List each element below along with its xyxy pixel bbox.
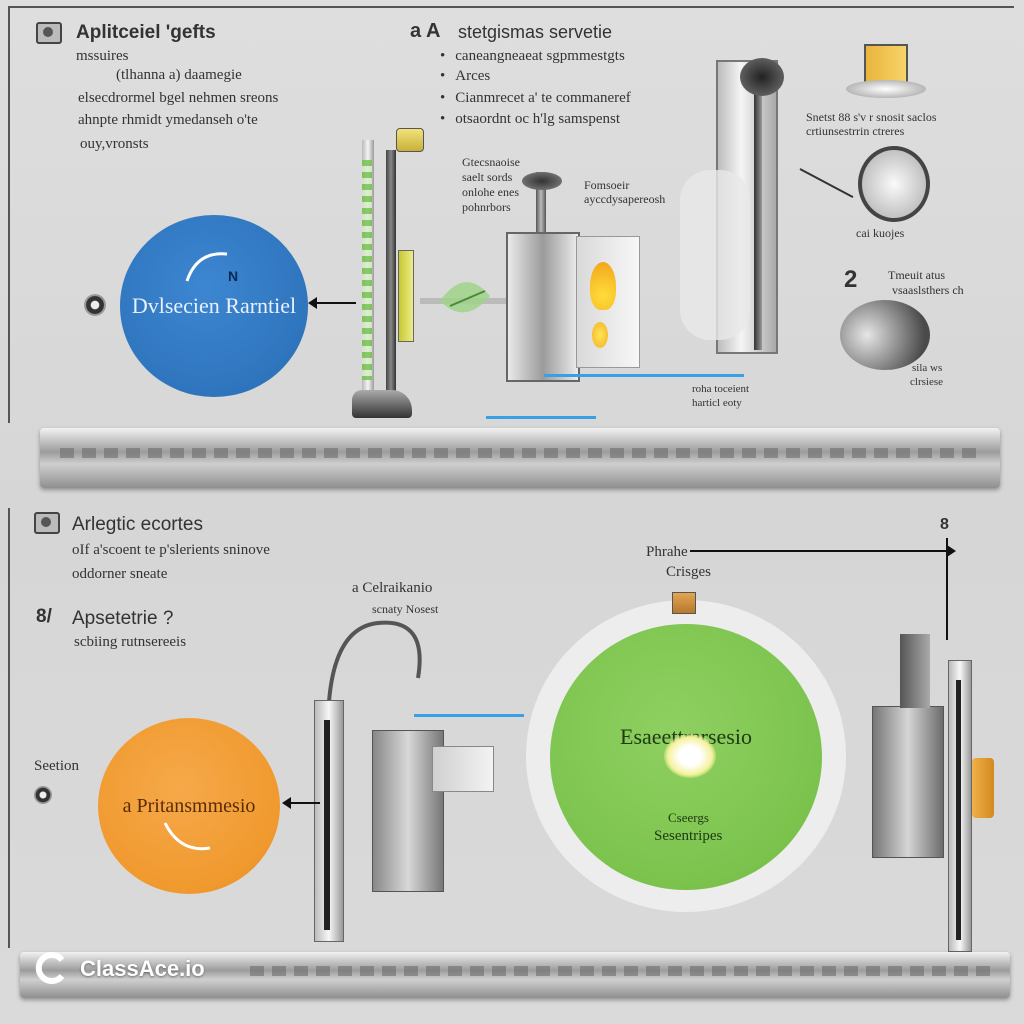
callout-a-4: pohnrbors — [462, 200, 511, 214]
top-step-label: a A — [410, 20, 441, 42]
flow-arrow-to-orange — [282, 797, 320, 809]
top-base-bar-slots — [60, 448, 980, 458]
blue-circle-label: Dvlsecien Rarntiel — [131, 293, 297, 318]
top-desc-line-1: mssuires — [76, 48, 129, 64]
column-device — [352, 130, 414, 420]
blue-pipe-2 — [486, 416, 596, 419]
right-note-1a: Snetst 88 s'v r snosit saclos — [806, 110, 937, 124]
bottom-base-bar-slots — [250, 966, 990, 976]
bottom-title: Arlegtic ecortes — [72, 514, 203, 535]
right-note-2: cai kuojes — [856, 226, 905, 240]
top-desc-line-4: ahnpte rhmidt ymedanseh o'te — [78, 112, 258, 128]
curve-arrow-icon — [185, 252, 228, 282]
cylinder-drum — [840, 300, 930, 370]
reactor-stirrer — [536, 172, 546, 232]
knob-icon — [84, 294, 106, 316]
camera-icon-2 — [34, 512, 60, 534]
reaction-burst-icon — [664, 734, 716, 778]
reactor-tank — [506, 232, 580, 382]
top-list-title: stetgismas servetie — [458, 22, 613, 42]
flow-arrow-down — [946, 538, 948, 640]
pressure-gauge — [858, 146, 930, 222]
right-note-4a: sila ws — [912, 362, 943, 374]
orange-circle-label: a Pritansmmesio — [122, 794, 256, 817]
device-hose — [326, 620, 422, 729]
top-bullet-4: otsaordnt oc h'lg samspenst — [440, 111, 620, 128]
tower-head — [740, 58, 784, 96]
orange-valve-icon — [972, 758, 994, 818]
right-note-1b: crtiunsestrrin ctreres — [806, 124, 905, 138]
column-flask-icon — [396, 128, 424, 152]
top-base-bar — [40, 428, 1000, 488]
top-desc-line-5: ouy,vronsts — [80, 136, 149, 152]
right-machine-body — [872, 706, 944, 858]
right-note-3a: Tmeuit atus — [888, 268, 945, 282]
bottom-step-sub: scbiing rutnsereeis — [74, 634, 187, 650]
green-leaf-icon — [440, 282, 490, 313]
top-desc-line-2: (tlhanna a) daamegie — [116, 67, 242, 83]
callout-a-1: Gtecsnaoise — [462, 155, 520, 169]
bottom-step-label: 8/ — [36, 606, 52, 627]
device-panel — [432, 746, 494, 792]
tower-shadow — [680, 170, 750, 340]
bottom-panel-frame — [8, 508, 1014, 948]
top-bullet-2: Arces — [440, 68, 490, 85]
top-panel-frame — [8, 6, 1014, 423]
blue-circle-icon-letter: N — [228, 268, 239, 284]
section-label: Seetion — [34, 758, 79, 774]
camera-icon — [36, 22, 62, 44]
device-label-1: a Celraikanio — [352, 580, 433, 596]
classace-logo-icon — [35, 952, 65, 984]
blue-pipe — [544, 374, 744, 377]
bottom-note-2: harticl eoty — [692, 397, 742, 409]
curve-arrow-icon-2 — [163, 822, 211, 851]
knob-icon-2 — [34, 786, 52, 804]
bottom-subtitle-2: oddorner sneate — [72, 566, 168, 582]
blue-pipe-3 — [414, 714, 524, 717]
green-sub-2: Sesentripes — [654, 828, 723, 844]
flow-number: 8 — [940, 516, 949, 533]
yellow-flame-icon-2 — [592, 322, 608, 348]
top-desc-line-3: elsecdrormel bgel nehmen sreons — [78, 90, 279, 106]
orange-process-circle: a Pritansmmesio — [98, 718, 280, 894]
bottom-subtitle-1: oIf a'scoent te p'slerients sninove — [72, 542, 270, 558]
right-note-3b: vsaaslsthers ch — [892, 283, 964, 297]
callout-a-3: onlohe enes — [462, 185, 519, 199]
callout-a-2: saelt sords — [462, 170, 513, 184]
tower-rod — [754, 90, 762, 350]
flow-label-1: Phrahe — [646, 544, 688, 560]
reactor-cap — [522, 172, 562, 190]
flow-arrow-right — [690, 545, 956, 557]
yellow-flame-icon — [590, 262, 616, 310]
right-probe-core — [956, 680, 961, 940]
top-bullet-3: Cianmrecet a' te commaneref — [440, 90, 631, 107]
top-title: Aplitceiel 'gefts — [76, 22, 216, 43]
probe-core — [324, 720, 330, 930]
beaker-base — [846, 80, 926, 98]
flow-label-2: Crisges — [666, 564, 711, 580]
blue-process-circle: Dvlsecien Rarntiel — [120, 215, 308, 397]
callout-b-1: Fomsoeir — [584, 178, 630, 192]
flow-arrow-to-circle — [308, 297, 356, 309]
bottom-note-1: roha toceient — [692, 383, 750, 395]
callout-b-2: ayccdysapereosh — [584, 192, 666, 206]
right-machine-top — [900, 634, 930, 708]
brand-name: ClassAce.io — [80, 956, 205, 981]
device-label-2: scnaty Nosest — [372, 602, 439, 616]
step-number-2: 2 — [844, 266, 858, 293]
green-sub-1: Cseergs — [668, 810, 709, 825]
right-note-4b: clrsiese — [910, 376, 943, 388]
bottom-step-title: Apsetetrie ? — [72, 608, 174, 629]
ring-top-fitting — [672, 592, 696, 614]
top-bullet-1: caneangneaeat sgpmmestgts — [440, 48, 625, 65]
